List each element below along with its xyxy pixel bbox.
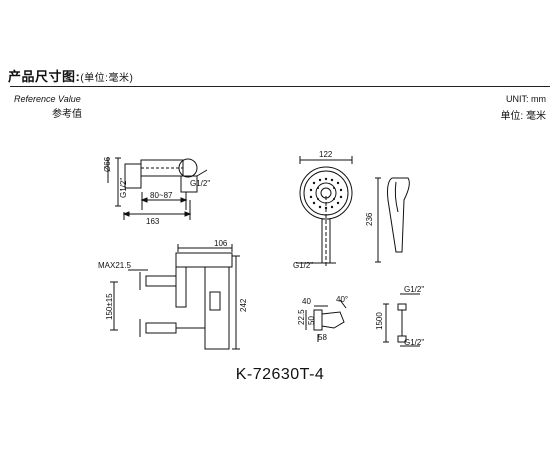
dim-hose-length: 1500: [375, 312, 384, 330]
dim-bracket-w1: 40: [302, 297, 311, 306]
page-title: 产品尺寸图:(单位:毫米): [8, 66, 133, 85]
dim-diameter: Ø66: [103, 156, 112, 172]
dim-bracket-h1: 22.5: [297, 309, 306, 325]
dim-hose-bottom: G1/2": [404, 338, 424, 347]
dim-thread-right: G1/2": [190, 179, 210, 188]
unit-label: UNIT: mm: [506, 94, 546, 104]
mixer-front-view: [110, 244, 240, 350]
handshower-front-view: [296, 156, 353, 268]
dim-mixer-height: 242: [239, 298, 248, 312]
dim-handshower-length: 236: [365, 212, 374, 226]
handshower-side-view: [375, 177, 410, 263]
reference-value-cn-label: 参考值: [52, 109, 82, 120]
header-divider: [10, 86, 550, 87]
dim-handshower-thread: G1/2": [293, 261, 313, 270]
dim-center-distance: 150±15: [105, 293, 114, 320]
dim-max: MAX21.5: [98, 261, 131, 270]
hose: [383, 293, 420, 347]
mixer-top-view: [107, 157, 208, 220]
dim-range: 80~87: [150, 191, 173, 200]
title-unit: (单位:毫米): [80, 73, 134, 84]
dim-thread-left: G1/2": [119, 178, 128, 198]
unit-cn-label: 单位: 毫米: [500, 111, 546, 122]
reference-value-label: Reference Value: [14, 94, 81, 104]
handshower-nozzles: [309, 177, 343, 210]
dim-bracket-w2: 58: [318, 333, 327, 342]
dim-bracket-angle: 40°: [336, 295, 348, 304]
dim-handshower-width: 122: [319, 150, 333, 159]
model-number: K-72630T-4: [235, 366, 325, 383]
dim-length: 163: [146, 217, 160, 226]
dim-mixer-width: 106: [214, 239, 228, 248]
title-text: 产品尺寸图:: [8, 69, 81, 84]
wall-bracket: [305, 299, 347, 342]
dim-hose-top: G1/2": [404, 285, 424, 294]
dim-bracket-h2: 50: [307, 316, 316, 325]
